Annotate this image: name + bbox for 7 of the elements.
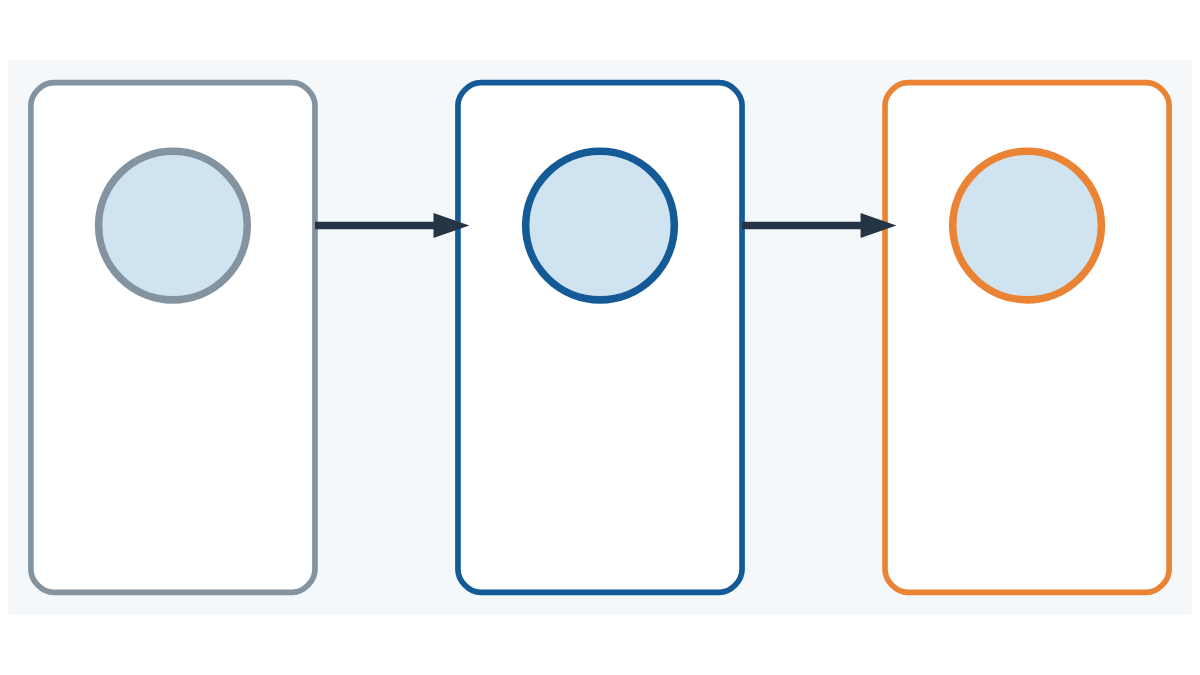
- cluster: [882, 79, 1172, 596]
- node-circle: [521, 147, 679, 304]
- arrow: [742, 213, 897, 239]
- node-circle: [94, 147, 251, 304]
- node-circle: [949, 147, 1106, 304]
- cluster: [455, 79, 745, 596]
- arrow: [314, 213, 470, 239]
